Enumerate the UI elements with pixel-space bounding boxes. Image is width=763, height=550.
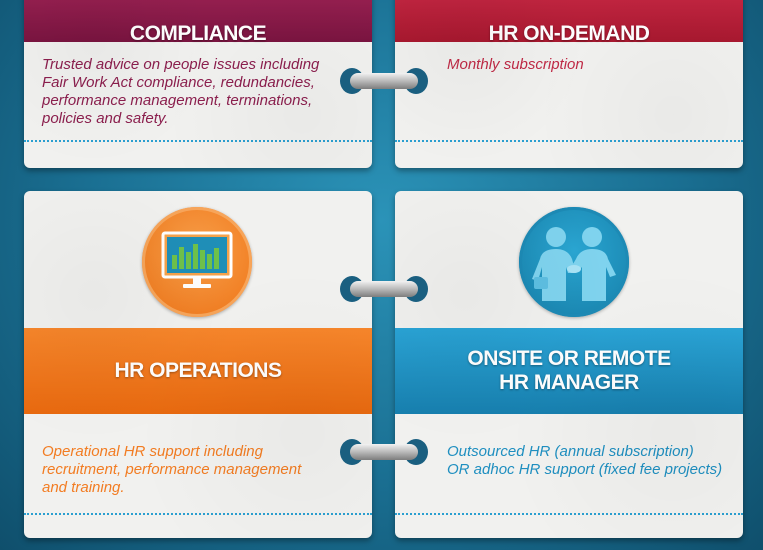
ring-connector-icon (340, 439, 428, 465)
hr-on-demand-card: HR ON-DEMAND Monthly subscription (395, 0, 743, 168)
hr-on-demand-band: HR ON-DEMAND (395, 0, 743, 45)
ring-connector-icon (340, 276, 428, 302)
hr-operations-card: HR OPERATIONS Operational HR support inc… (24, 191, 372, 538)
hr-manager-card: ONSITE OR REMOTE HR MANAGER Outsourced H… (395, 191, 743, 538)
ring-connector-icon (340, 68, 428, 94)
compliance-band: COMPLIANCE (24, 0, 372, 45)
hr-manager-description-line2: OR adhoc HR support (fixed fee projects) (447, 461, 723, 478)
hr-manager-description: Outsourced HR (annual subscription) OR a… (447, 443, 735, 479)
monitor-chart-icon (142, 207, 252, 317)
hr-manager-dotted-divider (395, 513, 743, 515)
hr-manager-title-line2: HR MANAGER (499, 371, 639, 394)
compliance-dotted-divider (24, 140, 372, 142)
hr-on-demand-dotted-divider (395, 140, 743, 142)
hr-manager-title-line1: ONSITE OR REMOTE (467, 347, 671, 370)
hr-on-demand-title: HR ON-DEMAND (488, 22, 650, 45)
handshake-icon (519, 207, 629, 317)
hr-manager-description-line1: Outsourced HR (annual subscription) (447, 443, 694, 460)
hr-operations-description: Operational HR support including recruit… (42, 443, 302, 496)
hr-manager-band: ONSITE OR REMOTE HR MANAGER (395, 328, 743, 414)
hr-operations-title: HR OPERATIONS (114, 359, 282, 382)
compliance-title: COMPLIANCE (129, 22, 267, 45)
hr-operations-band: HR OPERATIONS (24, 328, 372, 414)
compliance-card: COMPLIANCE Trusted advice on people issu… (24, 0, 372, 168)
hr-operations-dotted-divider (24, 513, 372, 515)
compliance-description: Trusted advice on people issues includin… (42, 56, 320, 127)
hr-on-demand-description: Monthly subscription (447, 56, 584, 73)
